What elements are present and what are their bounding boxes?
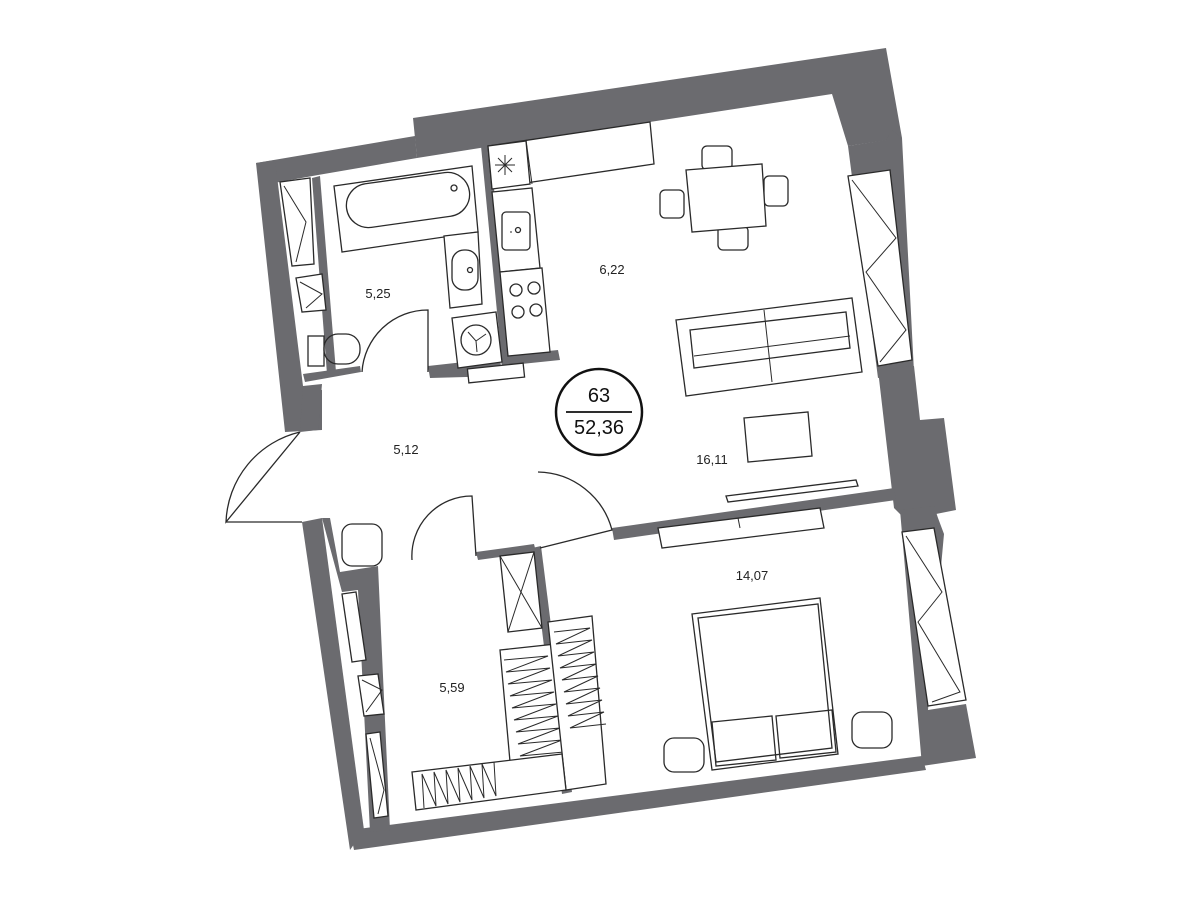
wall-bath-kitchen: [481, 145, 511, 374]
coffee-table-icon: [743, 411, 813, 463]
wall-left-lower: [302, 518, 364, 850]
door-swing-icon: [225, 431, 302, 524]
shelf: [466, 362, 526, 384]
room-area-living-room: 16,11: [696, 452, 728, 467]
tv-icon: [657, 479, 859, 549]
sofa-icon: [675, 297, 863, 397]
kitchen-sink-icon: [491, 187, 541, 273]
wall-dressing-top: [476, 544, 536, 560]
windows: [279, 169, 967, 819]
wall-top-right: [413, 48, 902, 158]
window-icon: [357, 673, 385, 717]
room-area-bathroom: 5,25: [365, 286, 390, 301]
wall-bath-bottom-left: [303, 366, 361, 382]
wall-bath-inner: [312, 176, 336, 374]
nightstand-icon: [663, 737, 705, 773]
door-swing-icon: [361, 309, 429, 373]
wall-left-upper: [256, 160, 322, 432]
double-bed-icon: [691, 597, 839, 771]
window-icon: [295, 273, 327, 313]
window-icon: [279, 177, 315, 267]
wall-hall-left: [300, 384, 322, 432]
wardrobe-icon: [411, 753, 567, 811]
wardrobe-icon: [547, 615, 607, 791]
wardrobe-icon: [499, 551, 543, 633]
room-area-kitchen: 6,22: [599, 262, 624, 277]
bathtub-icon: [333, 165, 479, 253]
apartment-total-area: 52,36: [574, 417, 624, 439]
wall-kitchen-bottom: [500, 350, 560, 366]
window-icon: [847, 169, 913, 367]
door-swing-icon: [411, 495, 477, 561]
washing-machine-icon: [451, 311, 503, 369]
nightstand-icon: [851, 711, 893, 749]
wall-top-left: [256, 136, 417, 185]
apartment-number: 63: [588, 385, 610, 407]
apartment-badge: 63 52,36: [554, 367, 644, 457]
wall-right-column: [878, 366, 956, 520]
wardrobe-icon: [341, 523, 383, 567]
door-swing-icon: [537, 471, 613, 549]
dining-table-icon: [659, 145, 789, 251]
window-icon: [901, 527, 967, 707]
window-icon: [341, 591, 367, 663]
toilet-icon: [307, 333, 361, 367]
room-area-dressing-room: 5,59: [439, 680, 464, 695]
room-area-bedroom: 14,07: [736, 568, 769, 583]
window-icon: [365, 731, 389, 819]
wall-bottom: [350, 756, 926, 850]
stove-icon: [499, 267, 551, 357]
room-area-hallway: 5,12: [393, 442, 418, 457]
sink-icon: [443, 231, 483, 309]
fridge-icon: [487, 140, 531, 190]
